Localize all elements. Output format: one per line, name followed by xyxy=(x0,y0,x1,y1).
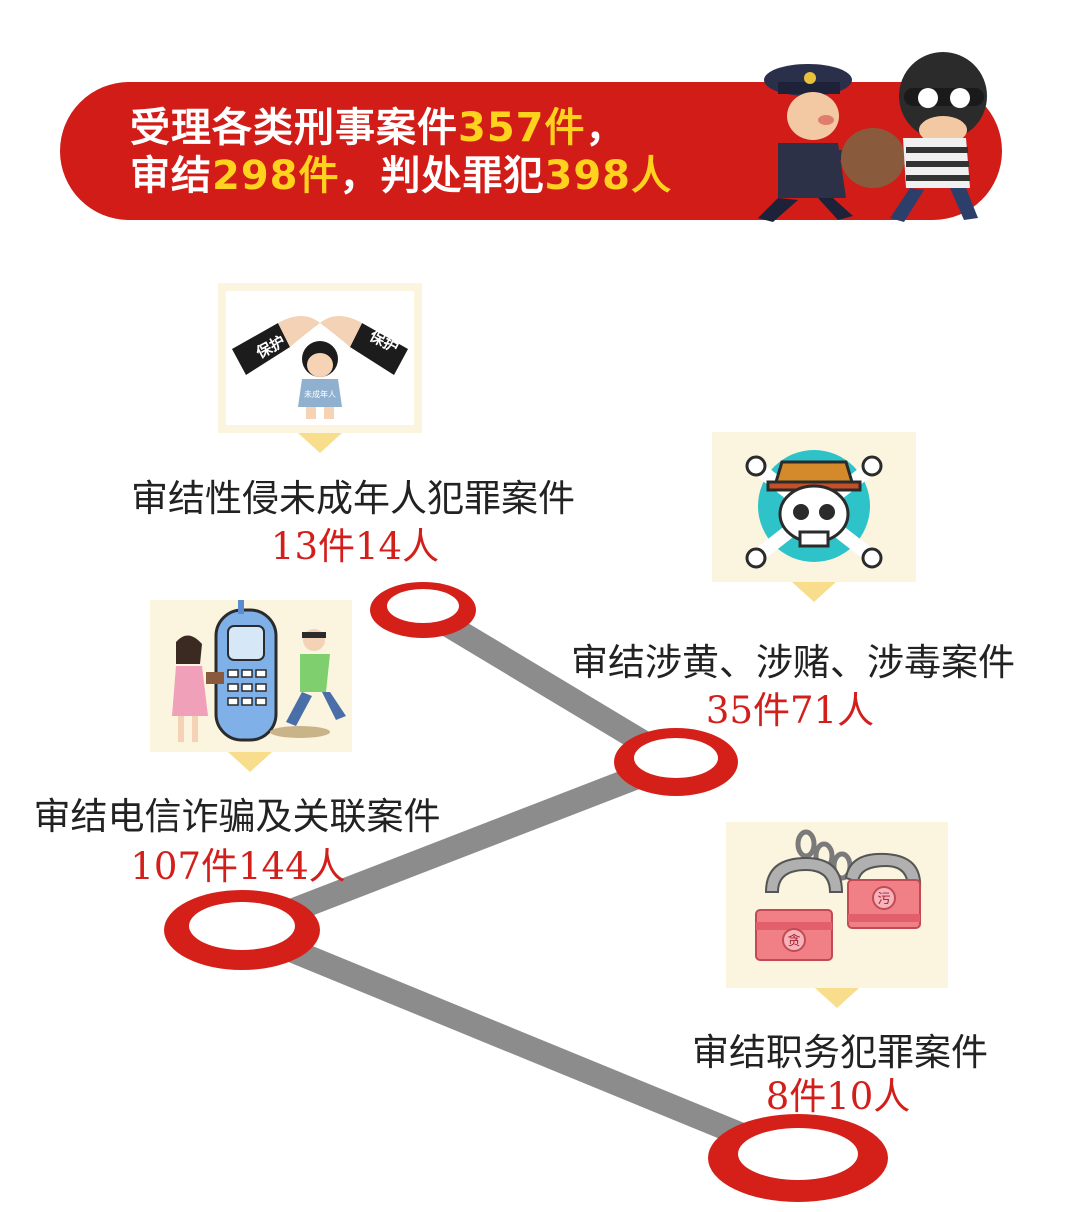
summary-text: 受理各类刑事案件357件， 审结298件，判处罪犯398人 xyxy=(130,104,672,200)
timeline-node-1 xyxy=(370,582,476,638)
duty-crime-card: 贪 污 xyxy=(726,822,948,988)
police-chasing-thief-icon xyxy=(758,52,987,222)
card-2-value: 35件71人 xyxy=(705,689,875,732)
drugs-gambling-card xyxy=(712,432,916,582)
banner-case-count: 357件 xyxy=(458,105,586,151)
child-protection-icon: 保护 保护 未成年人 xyxy=(226,291,414,425)
card-4-label: 审结职务犯罪案件 xyxy=(692,1031,988,1074)
timeline-node-2 xyxy=(614,728,738,796)
pointer-4 xyxy=(815,988,859,1008)
card-4-value: 8件10人 xyxy=(765,1075,911,1118)
skull-crossbones-icon xyxy=(745,450,883,569)
money-right-text: 污 xyxy=(877,892,890,907)
pointer-2 xyxy=(792,582,836,602)
timeline-node-4 xyxy=(708,1114,888,1202)
banner-line1-text: 受理各类刑事案件 xyxy=(130,105,458,151)
banner-line1-end: ， xyxy=(585,105,627,151)
telecom-fraud-card xyxy=(150,600,352,752)
pointer-1 xyxy=(298,433,342,453)
banner-line2-text: 审结 xyxy=(130,153,212,199)
card-1-value: 13件14人 xyxy=(270,525,440,568)
handcuffs-money-icon: 贪 污 xyxy=(755,829,922,961)
money-left-text: 贪 xyxy=(787,934,800,949)
child-badge-text: 未成年人 xyxy=(304,389,336,399)
pointer-3 xyxy=(228,752,272,772)
card-3-value: 107件144人 xyxy=(130,845,346,888)
phone-fraud-icon xyxy=(172,600,346,742)
card-1-label: 审结性侵未成年人犯罪案件 xyxy=(131,477,575,520)
banner-closed-count: 298件 xyxy=(212,153,340,199)
card-2-label: 审结涉黄、涉赌、涉毒案件 xyxy=(571,641,1015,684)
timeline-nodes xyxy=(164,582,888,1202)
card-3-label: 审结电信诈骗及关联案件 xyxy=(33,795,441,838)
child-protection-card: 保护 保护 未成年人 xyxy=(218,283,422,433)
banner-line2-mid: ，判处罪犯 xyxy=(339,153,545,199)
banner-convicted-count: 398人 xyxy=(544,153,672,199)
timeline-node-3 xyxy=(164,890,320,970)
